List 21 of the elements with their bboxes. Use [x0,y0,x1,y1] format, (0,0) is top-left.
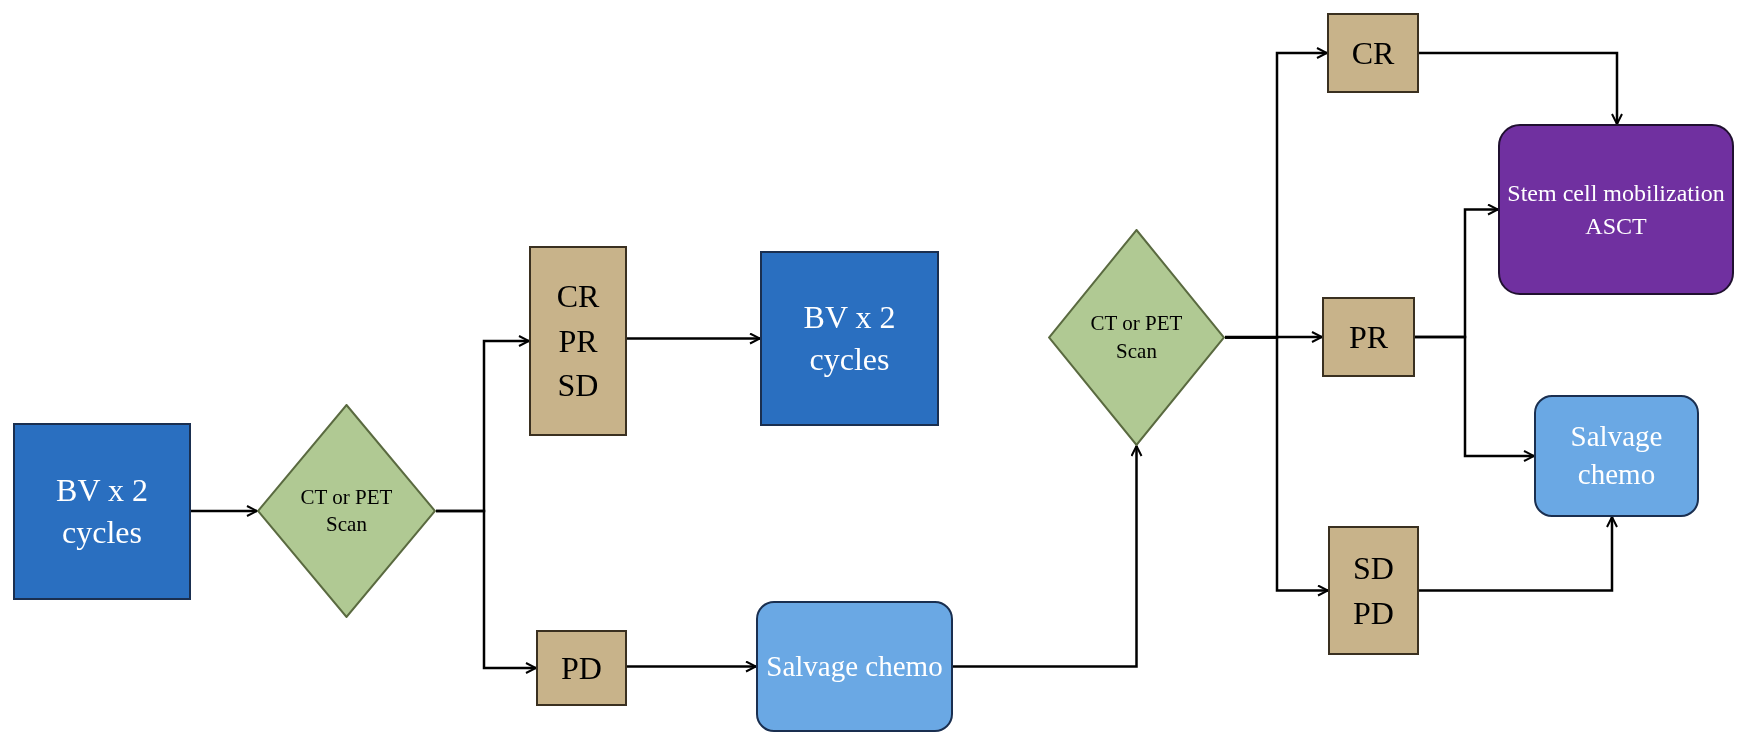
process-box: BV x 2 cycles [13,423,191,600]
arrow [1415,335,1535,462]
arrow [191,505,258,517]
arrow [436,509,537,674]
process-box: Stem cell mobilization ASCT [1498,124,1734,295]
arrow [953,445,1143,668]
decision-diamond: CT or PET Scan [1048,229,1225,446]
process-box: BV x 2 cycles [760,251,939,426]
arrow [1419,516,1618,592]
arrow [1419,51,1623,125]
decision-diamond: CT or PET Scan [257,404,436,618]
arrow [627,332,761,345]
process-box: Salvage chemo [756,601,953,732]
result-box: PR [1322,297,1415,377]
result-box: PD [536,630,627,706]
arrow [1225,336,1329,597]
arrow [627,660,757,673]
result-box: CR PR SD [529,246,627,436]
result-box: CR [1327,13,1419,93]
result-box: SD PD [1328,526,1419,655]
process-box: Salvage chemo [1534,395,1699,517]
